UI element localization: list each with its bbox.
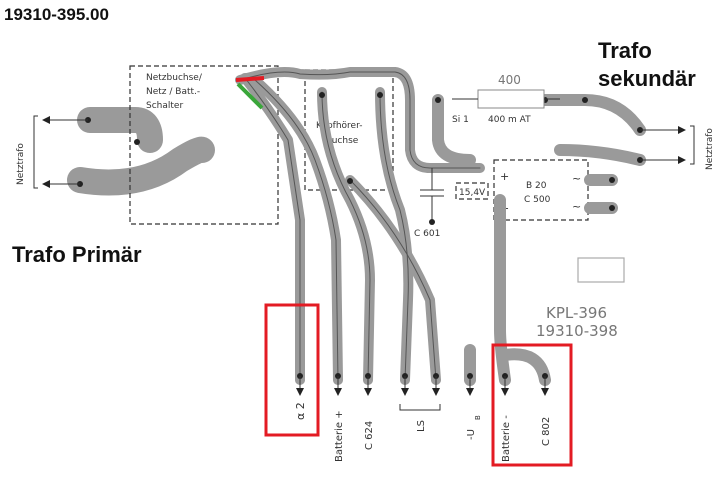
switch-box: [129, 65, 279, 225]
board-code: KPL-396: [546, 304, 607, 322]
headphone-label-2: buchse: [326, 136, 359, 146]
fuse-rating: 400 m AT: [488, 115, 531, 125]
pin-label-a2: α 2: [294, 402, 307, 420]
pin-batt-minus-arrow: [501, 373, 509, 396]
pin-label-ub-sub: B: [474, 415, 482, 420]
ls-bracket: [399, 404, 441, 411]
heading-trafo-primary: Trafo Primär: [12, 242, 142, 267]
pin-c802-arrow: [541, 373, 549, 396]
pin-label-c802: C 802: [541, 417, 552, 446]
voltage-box: [455, 182, 489, 200]
pin-a2-arrow: [296, 373, 304, 396]
switch-label-3: Schalter: [146, 101, 183, 111]
highlight-box-a2: [264, 303, 320, 437]
switch-label-1: Netzbuchse/: [146, 73, 203, 83]
headphone-label-1: Kopfhörer-: [316, 121, 362, 131]
netztrafo-left-arrows: [33, 115, 88, 189]
rectifier-ac-2: ~: [572, 200, 581, 213]
pin-label-ub: -U: [466, 429, 477, 440]
switch-traces: [235, 67, 485, 385]
rectifier-box: [493, 159, 589, 221]
green-wire: [236, 82, 264, 110]
rectifier-plus: +: [500, 170, 509, 183]
pin-batt-plus-arrow: [334, 373, 342, 396]
fuse-body: [477, 89, 545, 109]
primary-trafo-traces: [67, 107, 215, 196]
bottom-pins: [296, 373, 549, 411]
rectifier-ac-1: ~: [572, 172, 581, 185]
capacitor: [420, 168, 444, 225]
netztrafo-right-arrows: [640, 125, 695, 165]
netztrafo-right-label: Netztrafo: [705, 128, 715, 170]
heading-trafo-secondary-2: sekundär: [598, 66, 696, 91]
rectifier-label-2: C 500: [524, 195, 551, 205]
rectifier-label-1: B 20: [526, 181, 547, 191]
switch-label-2: Netz / Batt.-: [146, 87, 200, 97]
pin-c624-arrow: [364, 373, 372, 396]
pin-ub-arrow: [466, 373, 474, 396]
heading-trafo-secondary-1: Trafo: [598, 38, 652, 63]
red-wire: [235, 76, 265, 82]
battery-traces: [464, 194, 551, 386]
pin-label-batt-plus: Batterie +: [334, 410, 345, 462]
capacitor-label: C 601: [414, 229, 440, 239]
pin-label-ls: LS: [416, 420, 427, 432]
highlight-box-battery: [491, 343, 573, 467]
fuse-value: 400: [498, 73, 521, 87]
pin-ls1-arrow: [401, 373, 409, 396]
board-marker: [577, 257, 625, 283]
board-number: 19310-398: [536, 322, 618, 340]
fuse-label: Si 1: [452, 115, 469, 125]
pin-label-batt-minus: Batterie -: [501, 415, 512, 462]
netztrafo-left-label: Netztrafo: [16, 143, 26, 185]
pin-label-c624: C 624: [364, 421, 375, 450]
document-number: 19310-395.00: [4, 5, 109, 24]
voltage-label: 15,4V: [459, 188, 486, 198]
pin-ls2-arrow: [432, 373, 440, 396]
rectifier-pads: [584, 174, 618, 214]
